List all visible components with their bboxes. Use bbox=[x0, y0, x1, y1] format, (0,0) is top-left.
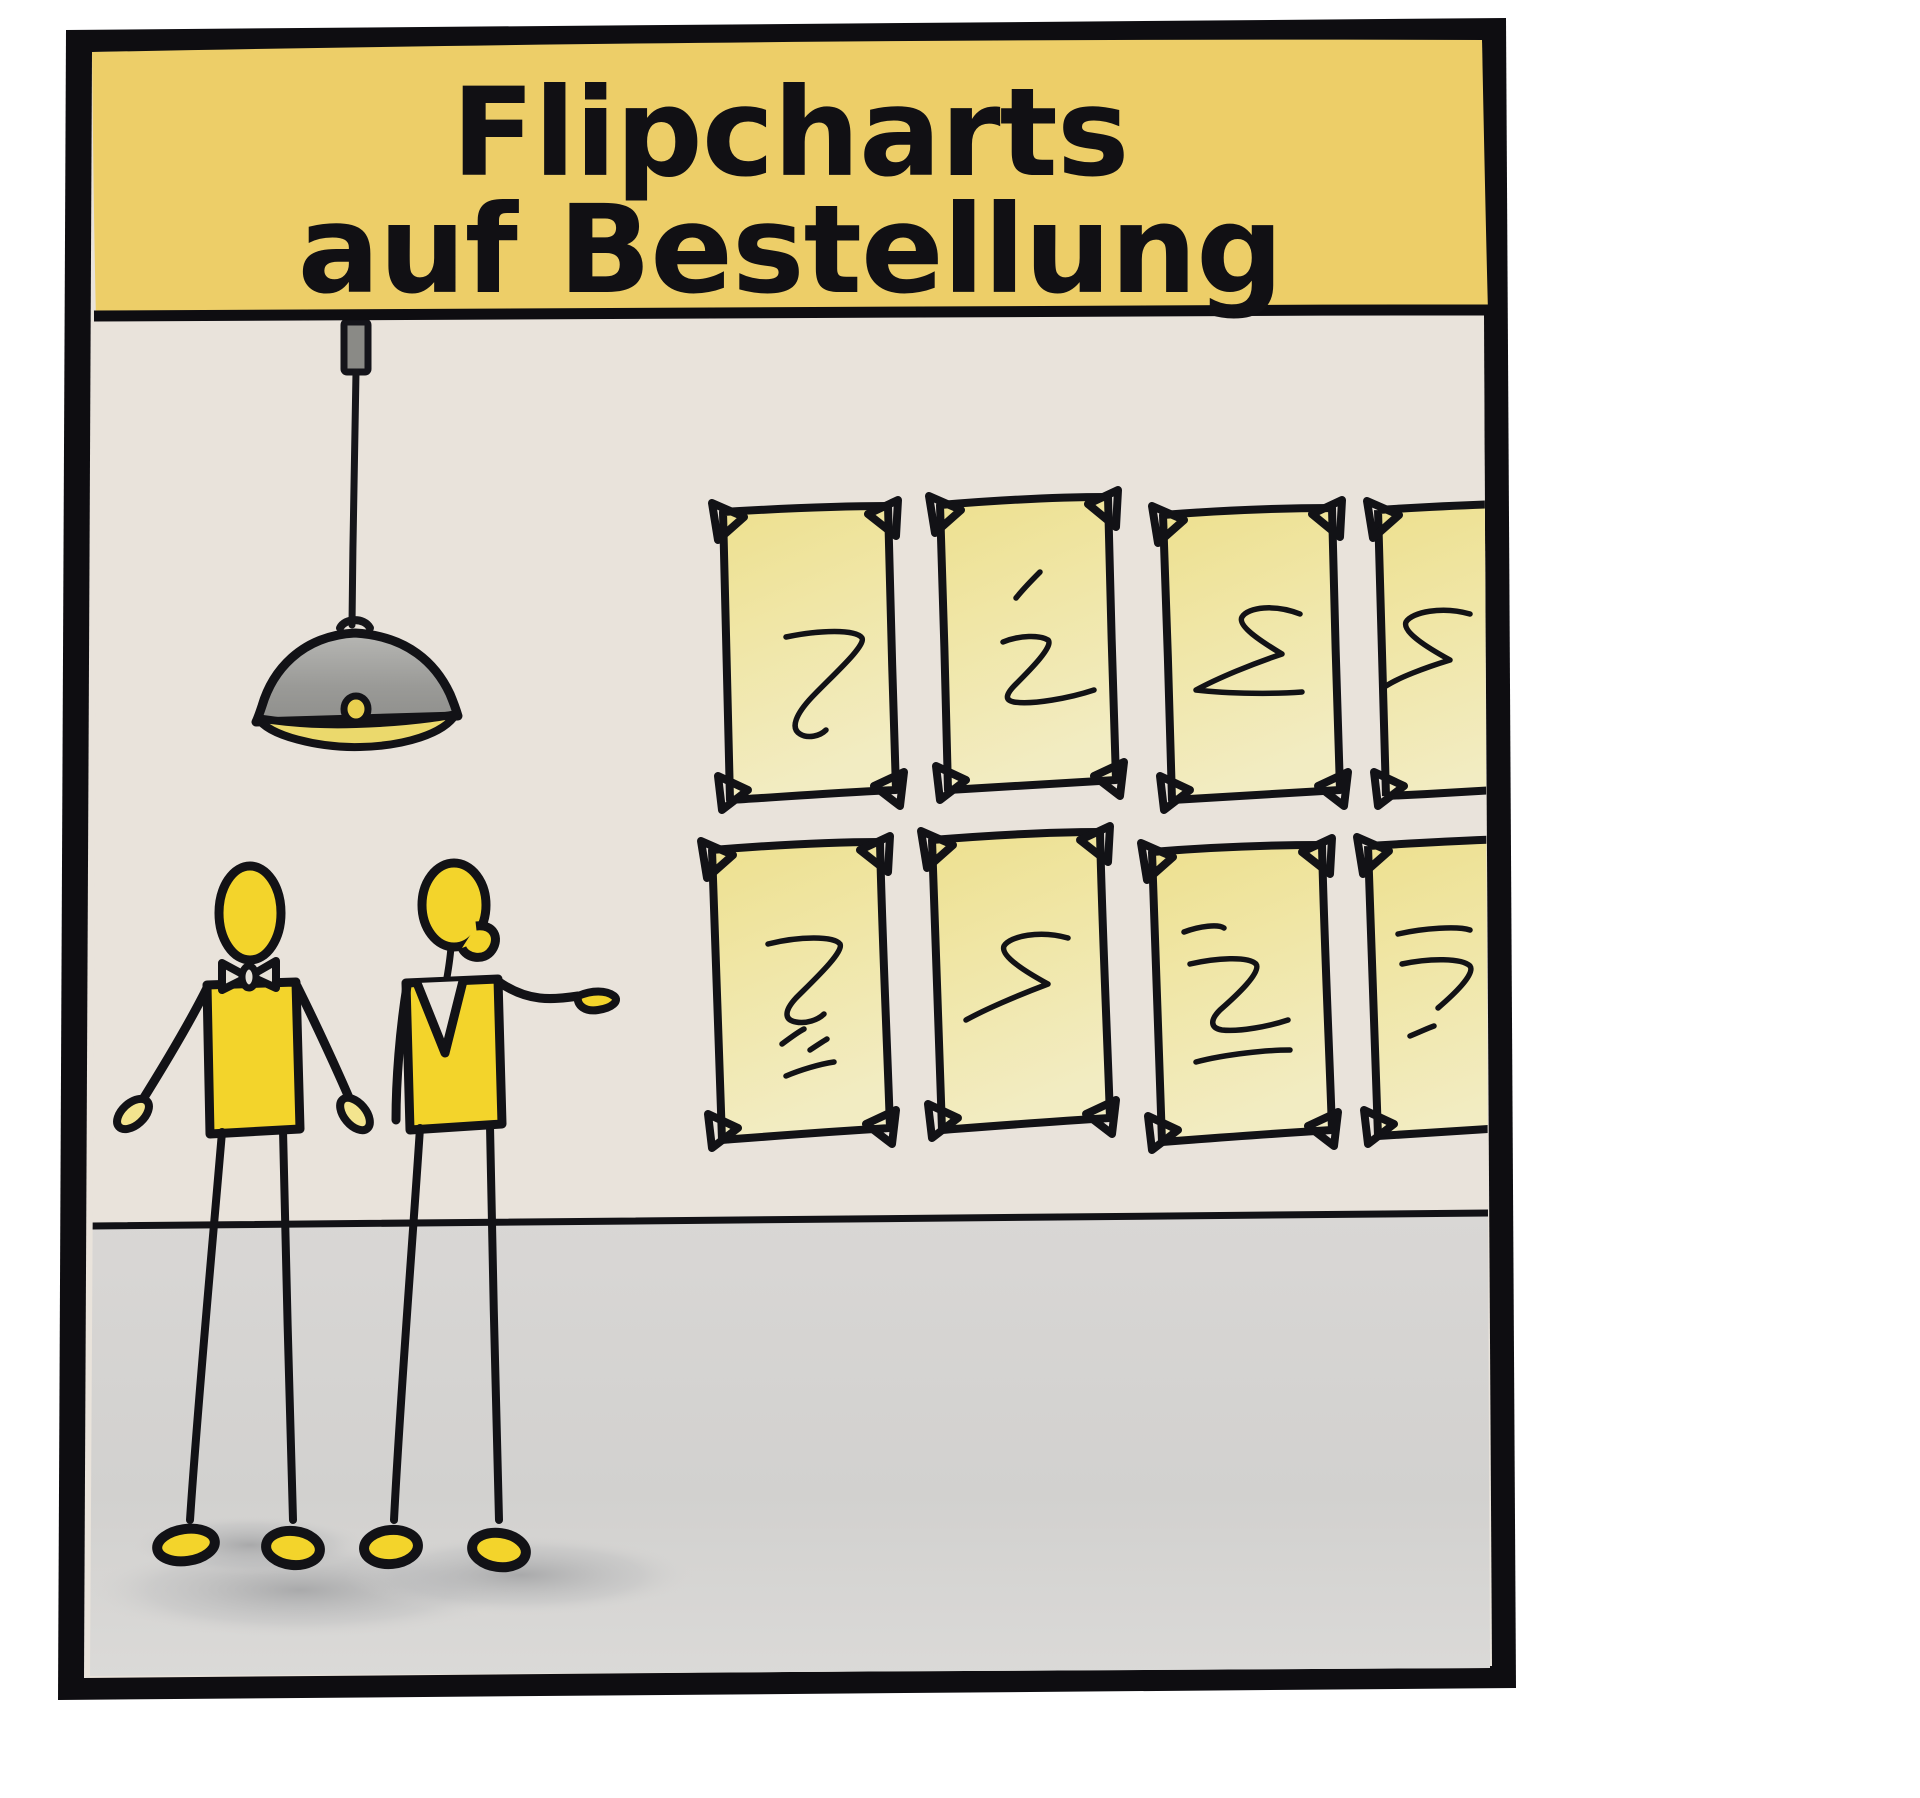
pendant-lamp bbox=[251, 318, 463, 752]
lamp-ceiling-mount bbox=[340, 318, 372, 376]
figure-leg-right bbox=[486, 1122, 503, 1524]
figure-leg-right bbox=[279, 1126, 297, 1524]
figure-arm-left bbox=[135, 983, 212, 1109]
flipchart-sheet bbox=[708, 496, 908, 814]
figure-hand-left bbox=[113, 1094, 153, 1134]
lamp-glow bbox=[254, 710, 460, 752]
figure-torso bbox=[202, 977, 305, 1139]
room-scene bbox=[90, 314, 1490, 1676]
stick-figure-with-ponytail bbox=[359, 858, 620, 1573]
lamp-bulb-icon bbox=[340, 692, 372, 726]
figure-arm-right bbox=[292, 981, 355, 1105]
flipchart-sheet bbox=[1137, 834, 1342, 1154]
flipchart-sheet bbox=[925, 486, 1128, 804]
figure-arm-right-pointing bbox=[494, 977, 583, 1004]
bow-tie-icon bbox=[218, 957, 280, 994]
figure-leg-left bbox=[186, 1128, 226, 1524]
figure-hand-right bbox=[336, 1093, 374, 1135]
title-line-1: Flipcharts bbox=[452, 62, 1129, 204]
flipchart-sheet bbox=[1363, 497, 1490, 810]
flipchart-sheet bbox=[917, 822, 1120, 1142]
pointing-hand-icon bbox=[573, 987, 620, 1015]
title-banner-background bbox=[92, 39, 1488, 321]
v-neck-icon bbox=[412, 979, 468, 1058]
banner-divider bbox=[93, 304, 1489, 322]
stick-figure-with-bowtie bbox=[113, 861, 374, 1571]
title-line-2: auf Bestellung bbox=[298, 179, 1283, 321]
flipchart-sheet bbox=[1148, 496, 1352, 814]
figure-arm-left bbox=[391, 981, 412, 1125]
figure-shoe-right bbox=[261, 1525, 325, 1571]
flipchart-sheet bbox=[697, 832, 900, 1152]
flipchart-sheet bbox=[1353, 833, 1490, 1148]
title-banner: Flipcharts auf Bestellung bbox=[92, 39, 1489, 322]
flipchart-sheet-grid bbox=[697, 486, 1490, 1154]
ponytail-icon bbox=[457, 921, 500, 962]
lamp-cord bbox=[348, 368, 360, 629]
figure-leg-left bbox=[390, 1124, 424, 1524]
figure-shoe-left bbox=[152, 1523, 220, 1567]
figure-shoe-right bbox=[467, 1527, 531, 1573]
figure-shoe-left bbox=[359, 1524, 423, 1570]
figure-head bbox=[214, 861, 286, 965]
